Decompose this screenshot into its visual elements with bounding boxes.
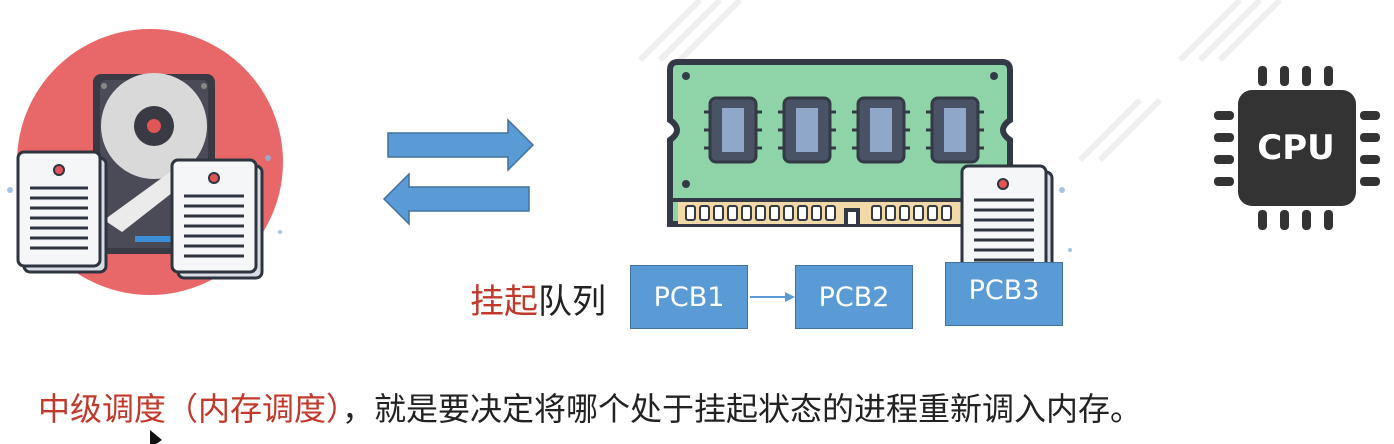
suspend-queue-label-rest: 队列 xyxy=(538,282,606,322)
document-icon xyxy=(16,150,108,274)
caption-highlight: 中级调度（内存调度） xyxy=(38,390,343,428)
cpu-chip-icon xyxy=(1214,66,1380,230)
swap-arrows-icon xyxy=(382,118,535,226)
memory-module-icon xyxy=(667,59,1013,227)
pcb-box-3: PCB3 xyxy=(945,262,1063,326)
cpu-label: CPU xyxy=(1257,128,1335,168)
mouse-cursor-icon xyxy=(150,430,162,444)
pcb-link-arrow xyxy=(750,292,795,302)
suspend-queue-label: 挂起队列 xyxy=(470,274,606,323)
pcb-box-2: PCB2 xyxy=(795,265,913,329)
caption-rest: ，就是要决定将哪个处于挂起状态的进程重新调入内存。 xyxy=(342,390,1143,428)
document-icon xyxy=(170,158,264,280)
suspend-queue-label-highlight: 挂起 xyxy=(470,282,538,322)
caption: 中级调度（内存调度），就是要决定将哪个处于挂起状态的进程重新调入内存。 xyxy=(38,384,1142,430)
document-icon xyxy=(960,164,1054,288)
pcb-box-1: PCB1 xyxy=(630,265,748,329)
